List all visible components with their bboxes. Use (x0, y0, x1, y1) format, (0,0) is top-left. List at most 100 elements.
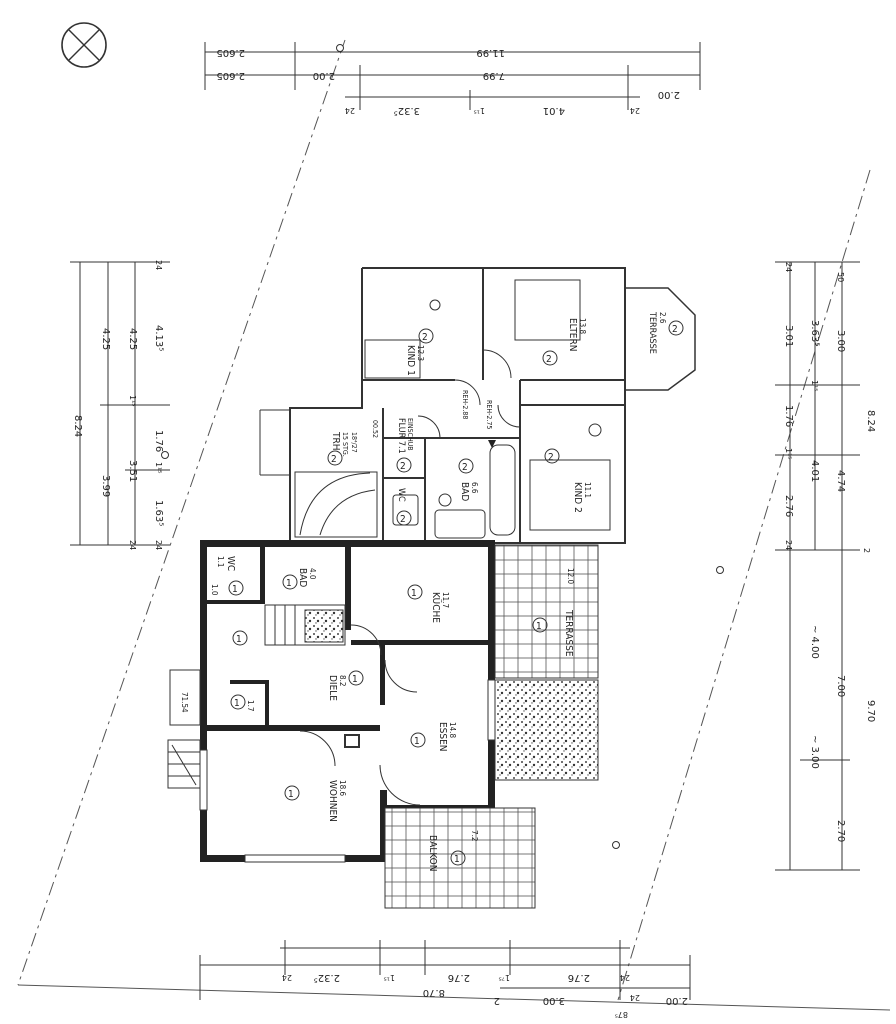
room-area: 2.6 (658, 312, 667, 324)
garden-bed (494, 679, 599, 781)
room-bad-up: BAD 6.6 (459, 482, 479, 501)
room-name: TERRASSE (647, 311, 657, 354)
room-name: KIND 1 (405, 345, 416, 376)
dim-label: 2.00 (658, 89, 680, 100)
dim-label: 4.01 (543, 105, 565, 116)
arrow-icon (488, 440, 496, 448)
dim-label: 8.24 (865, 410, 876, 432)
upper-floor (259, 267, 696, 544)
dim-label: 2.76 (568, 972, 590, 983)
dim-label: 2.70 (835, 820, 846, 842)
dim-label: 24 (154, 260, 163, 270)
dim-label: 4.74 (835, 470, 846, 492)
room-name: TRH (330, 431, 341, 451)
dim-label: 1¹⁵ (473, 106, 485, 115)
room-wohnen: WOHNEN 18.6 (327, 780, 347, 822)
dim-label: 24 (128, 540, 137, 550)
dimension-texts: 2.605 11.99 2.605 2.00 7.99 2.00 24 3.32… (72, 47, 876, 1019)
dim-label: 9.70 (865, 700, 876, 722)
dim-label: 2.32⁵ (314, 972, 340, 983)
reh-label: REH-2.88 (461, 390, 469, 419)
room-area: 14.8 (448, 722, 457, 738)
ground-floor-details (167, 604, 496, 863)
dim-label: 11.99 (476, 47, 505, 58)
dim-label: 24 (620, 973, 630, 982)
room-bad-dn: BAD 4.0 (297, 568, 317, 587)
room-level: 2 (400, 461, 406, 472)
room-wc-dn: WC 1.1 (216, 556, 236, 571)
dim-label: 2.00 (666, 995, 688, 1006)
dim-label: 50 (836, 272, 845, 282)
dim-label: 1.63⁵ (153, 500, 164, 526)
dim-label: 2.605 (216, 47, 245, 58)
dim-label: 3.01 (783, 325, 794, 347)
room-name: WC (225, 556, 236, 571)
room-name: ELTERN (567, 318, 578, 351)
dim-label: 7.00 (835, 675, 846, 697)
room-level: 1 (288, 789, 294, 800)
dim-label: 1¹⁵ (810, 380, 819, 392)
room-kind2: KIND 2 11.1 (572, 482, 592, 513)
property-boundary (17, 39, 891, 1011)
room-name: BALKON (427, 835, 438, 872)
dim-label: 1.76 (783, 405, 794, 427)
dimension-lines (70, 42, 860, 1000)
dim-label: 2.605 (216, 70, 245, 81)
room-name: FLUR 7.1 (396, 418, 406, 454)
room-area: 11.7 (441, 592, 450, 608)
dim-label: 8.70 (423, 987, 445, 998)
room-area: 18.6 (338, 780, 347, 796)
room-level: 2 (422, 332, 428, 343)
room-terrasse-big: TERRASSE (563, 609, 574, 657)
dim-label: 3.00 (835, 330, 846, 352)
room-area: 4.0 (308, 568, 317, 580)
room-wc-up: WC (396, 488, 406, 502)
boundary-markers (161, 44, 724, 849)
compass-icon (61, 22, 107, 68)
dim-label: 8.24 (72, 415, 83, 437)
room-level: 2 (548, 452, 554, 463)
room-name: ESSEN (437, 722, 448, 752)
room-name: WOHNEN (327, 780, 338, 822)
room-name: DIELE (327, 675, 338, 701)
room-terrasse-top: TERRASSE 2.6 (647, 311, 667, 354)
room-trh: TRH 15 STG. 18⁴/27 (330, 431, 358, 457)
room-name: WC (396, 488, 406, 502)
room-essen: ESSEN 14.8 (437, 722, 457, 752)
room-area: 8.2 (338, 675, 347, 686)
dim-label: 24 (282, 973, 292, 982)
room-level: 1 (454, 854, 460, 865)
dim-label: 24 (154, 540, 163, 550)
room-area: 13.8 (578, 318, 587, 334)
room-level: 2 (546, 354, 552, 365)
room-level: 1 (236, 634, 242, 645)
room-ratio: 18⁴/27 (350, 432, 358, 453)
room-level: 1 (286, 578, 292, 589)
room-area: 12.0 (566, 568, 575, 584)
room-area: 11.1 (583, 482, 592, 498)
dim-label: 1¹⁵ (128, 395, 137, 407)
level-code: 00.52 (371, 420, 379, 438)
room-eltern: ELTERN 13.8 (567, 318, 587, 351)
dim-label: 1¹⁵ (784, 448, 793, 460)
dim-label: 24 (784, 262, 793, 272)
dim-label: 1.76 (153, 430, 164, 452)
dim-label: 24 (345, 106, 355, 115)
terrace-tiles (494, 544, 599, 679)
dim-label: 1¹⁵ (383, 973, 395, 982)
room-level: 1 (414, 736, 420, 747)
room-area: 6.6 (470, 482, 479, 494)
room-area: 7.2 (470, 830, 479, 841)
room-level: 2 (672, 324, 678, 335)
dim-label: 3.99 (100, 475, 111, 497)
dim-label: 1¹⁵ (154, 462, 163, 474)
room-kueche: KÜCHE 11.7 (430, 592, 450, 623)
reh-label: REH-2.75 (485, 400, 493, 429)
room-tag: 71.54 (180, 692, 189, 713)
dim-label: 87⁵ (615, 1010, 628, 1019)
dim-label: ~ 4.00 (809, 625, 820, 659)
room-area: 1.7 (246, 700, 255, 711)
dim-label: 4.13⁵ (153, 325, 164, 351)
room-level: 2 (462, 462, 468, 473)
